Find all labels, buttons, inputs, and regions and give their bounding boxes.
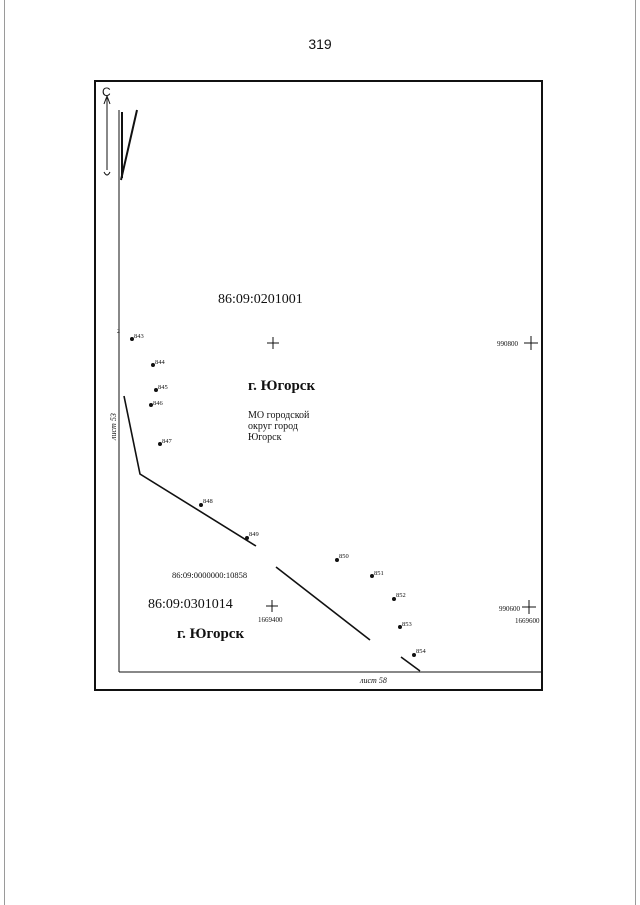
svg-text:852: 852	[396, 592, 406, 599]
survey-point-847: 847	[158, 438, 173, 446]
page-edge-right	[635, 0, 636, 905]
svg-text:849: 849	[249, 531, 259, 538]
survey-point-854: 854	[412, 648, 427, 657]
svg-text:851: 851	[374, 570, 384, 577]
svg-text:845: 845	[158, 384, 168, 391]
svg-text:848: 848	[203, 498, 213, 505]
city-label-north: г. Югорск	[248, 378, 315, 394]
page-edge-left	[4, 0, 5, 905]
municipality-line-1: МО городской	[248, 410, 310, 421]
grid-label-y-top: 990800	[497, 340, 519, 348]
north-label: С	[102, 85, 111, 99]
sheet-label-left: лист 53	[109, 413, 118, 441]
grid-cross	[524, 336, 538, 350]
grid-label-y-bottom: 990600	[499, 605, 521, 613]
grid-cross	[267, 337, 279, 349]
survey-point-851: 851	[370, 570, 384, 578]
survey-point-849: 849	[245, 531, 259, 540]
survey-point-853: 853	[398, 621, 412, 629]
svg-text:850: 850	[339, 553, 349, 560]
parcel-code-boundary: 86:09:0000000:10858	[172, 570, 247, 580]
survey-point-845: 845	[154, 384, 168, 392]
page-number: 319	[308, 36, 332, 52]
svg-text:847: 847	[162, 438, 173, 445]
survey-point-850: 850	[335, 553, 349, 562]
svg-text:854: 854	[416, 648, 427, 655]
survey-point-844: 844	[151, 359, 166, 367]
map-frame	[94, 80, 543, 691]
municipality-line-2: округ город	[248, 421, 298, 432]
survey-point-846: 846	[149, 400, 164, 407]
svg-text:853: 853	[402, 621, 412, 628]
municipality-line-3: Югорск	[248, 432, 282, 443]
svg-text:844: 844	[155, 359, 166, 366]
parcel-code-north: 86:09:0201001	[218, 292, 303, 307]
survey-point-843: 843	[130, 333, 144, 341]
parcel-boundary	[123, 395, 257, 547]
grid-label-x-right: 1669600	[515, 617, 540, 625]
grid-cross	[266, 600, 278, 612]
survey-point-848: 848	[199, 498, 213, 507]
north-arrow-icon	[103, 94, 111, 176]
grid-label-x-left: 1669400	[258, 616, 283, 624]
parcel-code-south: 86:09:0301014	[148, 597, 233, 612]
svg-text:843: 843	[134, 333, 144, 340]
city-label-south: г. Югорск	[177, 626, 244, 642]
survey-point-852: 852	[392, 592, 406, 601]
grid-cross	[522, 600, 536, 614]
parcel-boundary	[275, 566, 371, 641]
sheet-label-bottom: лист 58	[359, 676, 387, 685]
edge-mark: 2	[117, 329, 120, 335]
parcel-boundary	[400, 656, 421, 672]
svg-text:846: 846	[153, 400, 164, 407]
boundary-line	[120, 109, 138, 181]
